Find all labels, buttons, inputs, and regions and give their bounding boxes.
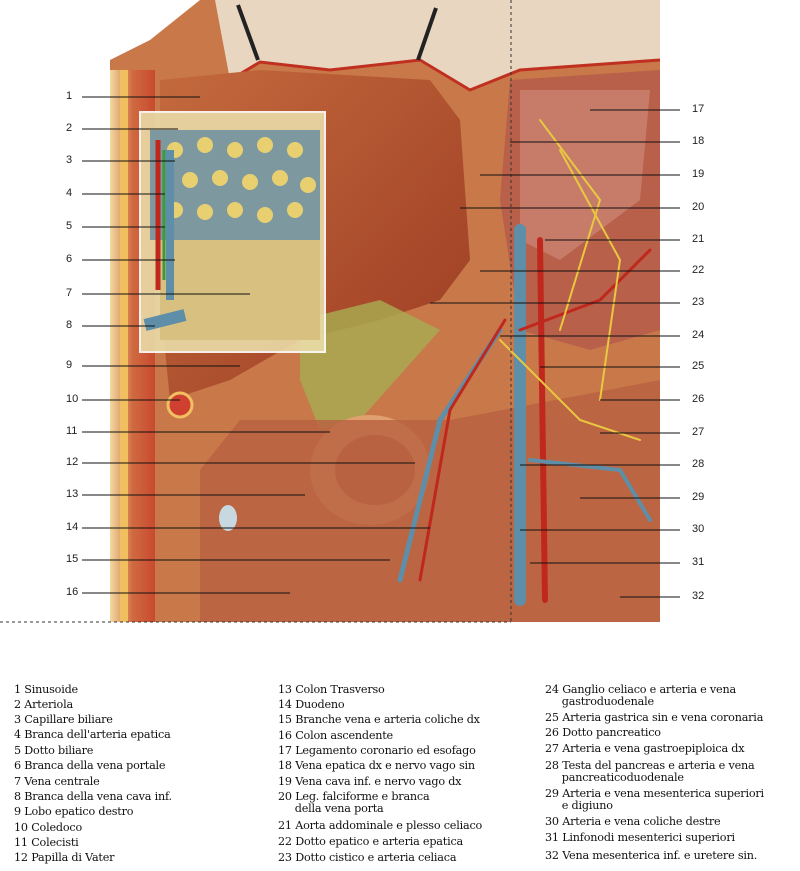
callout-number: 18 [692, 135, 705, 147]
callout-number: 17 [692, 103, 705, 115]
legend-item: 10 Coledoco [14, 821, 82, 834]
callout-number: 22 [692, 264, 705, 276]
legend-item: 24 Ganglio celiaco e arteria e vena gast… [545, 683, 736, 708]
callout-number: 16 [66, 586, 79, 598]
callout-number: 2 [66, 122, 73, 134]
legend-item: 28 Testa del pancreas e arteria e vena p… [545, 759, 755, 784]
legend-item: 26 Dotto pancreatico [545, 726, 661, 739]
legend-item: 19 Vena cava inf. e nervo vago dx [278, 775, 462, 788]
legend-item: 31 Linfonodi mesenterici superiori [545, 831, 735, 844]
anatomy-illustration [0, 0, 680, 623]
legend-item: 4 Branca dell'arteria epatica [14, 728, 171, 741]
legend-item: 25 Arteria gastrica sin e vena coronaria [545, 711, 764, 724]
callout-number: 13 [66, 488, 79, 500]
legend-item: 14 Duodeno [278, 698, 345, 711]
legend-item: 21 Aorta addominale e plesso celiaco [278, 819, 483, 832]
legend-item: 1 Sinusoide [14, 683, 78, 696]
legend-item: 6 Branca della vena portale [14, 759, 166, 772]
legend-item: 8 Branca della vena cava inf. [14, 790, 172, 803]
abdominal-view [110, 0, 661, 622]
legend-item: 16 Colon ascendente [278, 729, 393, 742]
callout-number: 31 [692, 556, 705, 568]
legend-item: 13 Colon Trasverso [278, 683, 385, 696]
legend-item: 15 Branche vena e arteria coliche dx [278, 713, 480, 726]
callout-number: 12 [66, 456, 79, 468]
legend-item: 32 Vena mesenterica inf. e uretere sin. [545, 849, 758, 862]
legend-item: 11 Colecisti [14, 836, 79, 849]
callout-number: 8 [66, 319, 73, 331]
callout-number: 29 [692, 491, 705, 503]
legend-item: 20 Leg. falciforme e branca della vena p… [278, 790, 430, 815]
legend-item: 23 Dotto cistico e arteria celiaca [278, 851, 457, 864]
callout-number: 5 [66, 220, 73, 232]
liver-lobule-inset [139, 111, 326, 353]
legend-item: 5 Dotto biliare [14, 744, 94, 757]
callout-number: 25 [692, 360, 705, 372]
legend-item: 18 Vena epatica dx e nervo vago sin [278, 759, 475, 772]
callout-number: 20 [692, 201, 705, 213]
callout-number: 6 [66, 253, 73, 265]
callout-number: 28 [692, 458, 705, 470]
legend-item: 3 Capillare biliare [14, 713, 113, 726]
callout-number: 21 [692, 233, 705, 245]
legend-item: 30 Arteria e vena coliche destre [545, 815, 721, 828]
callout-number: 30 [692, 523, 705, 535]
callout-number: 24 [692, 329, 705, 341]
callout-number: 15 [66, 553, 79, 565]
callout-number: 4 [66, 187, 73, 199]
callout-number: 19 [692, 168, 705, 180]
legend-item: 29 Arteria e vena mesenterica superiori … [545, 787, 764, 812]
callout-number: 32 [692, 590, 705, 602]
legend-item: 17 Legamento coronario ed esofago [278, 744, 476, 757]
callout-number: 27 [692, 426, 705, 438]
legend-item: 9 Lobo epatico destro [14, 805, 134, 818]
legend-item: 2 Arteriola [14, 698, 73, 711]
legend-item: 27 Arteria e vena gastroepiploica dx [545, 742, 745, 755]
callout-number: 26 [692, 393, 705, 405]
legend-item: 12 Papilla di Vater [14, 851, 115, 864]
callout-number: 1 [66, 90, 73, 102]
callout-number: 23 [692, 296, 705, 308]
callout-number: 11 [66, 425, 78, 437]
callout-number: 9 [66, 359, 73, 371]
legend-item: 22 Dotto epatico e arteria epatica [278, 835, 463, 848]
callout-number: 3 [66, 154, 73, 166]
legend-item: 7 Vena centrale [14, 775, 100, 788]
callout-number: 14 [66, 521, 79, 533]
callout-number: 10 [66, 393, 79, 405]
callout-number: 7 [66, 287, 73, 299]
